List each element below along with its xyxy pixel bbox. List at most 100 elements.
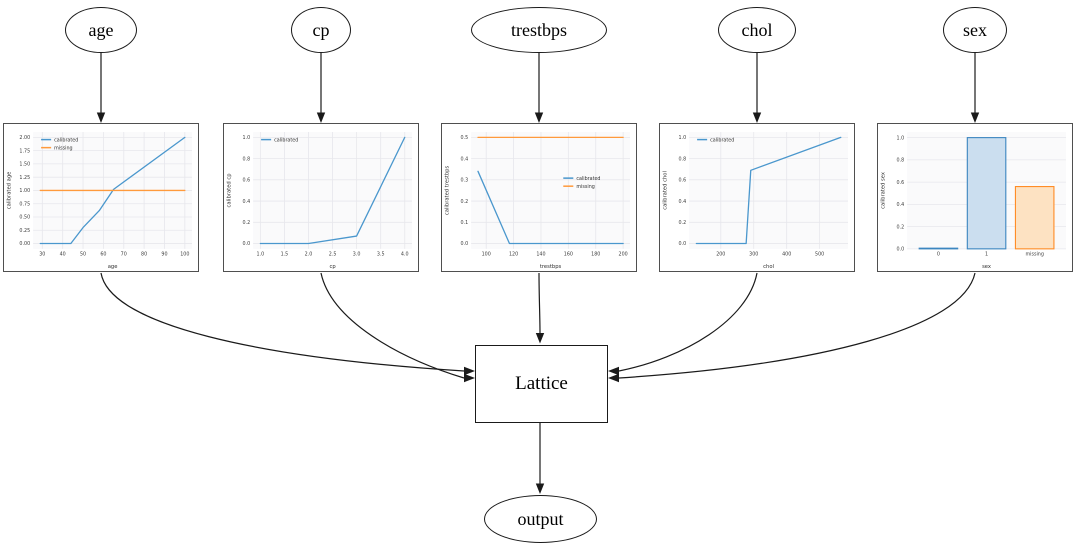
arrowhead-age-lattice — [464, 366, 475, 376]
arrowhead-age-plot — [96, 112, 106, 123]
x-axis-label: trestbps — [540, 264, 562, 270]
y-tick-label: 0.0 — [460, 241, 468, 247]
arrowhead-trestbps-lattice — [535, 333, 545, 344]
y-tick-label: 0.8 — [242, 156, 250, 162]
y-tick-label: 1.50 — [19, 162, 30, 168]
x-tick-label: 80 — [141, 251, 147, 257]
x-tick-label: 2.5 — [329, 251, 337, 257]
y-tick-label: 0.4 — [678, 199, 686, 205]
x-tick-label: 100 — [180, 251, 189, 257]
feature-node-cp: cp — [291, 7, 351, 53]
y-tick-label: 1.0 — [242, 135, 250, 141]
y-tick-label: 0.6 — [242, 178, 250, 184]
x-tick-label: 2.0 — [305, 251, 313, 257]
feature-node-label: age — [88, 19, 114, 40]
feature-node-label: sex — [963, 19, 987, 40]
x-tick-label: 140 — [536, 251, 545, 257]
y-tick-label: 1.00 — [19, 188, 30, 194]
edge-cp-plot-to-lattice — [320, 272, 465, 379]
x-tick-label: missing — [1025, 251, 1043, 257]
arrowhead-sex-lattice — [608, 373, 619, 383]
bar-1 — [966, 137, 1007, 250]
series-calibrated — [477, 170, 624, 245]
x-tick-label: 1.0 — [257, 251, 265, 257]
arrowhead-sex-plot — [970, 112, 980, 123]
y-tick-label: 0.6 — [896, 180, 904, 186]
x-tick-label: 500 — [815, 251, 824, 257]
arrowhead-chol-plot — [752, 112, 762, 123]
y-tick-label: 1.0 — [896, 135, 904, 141]
y-tick-label: 0.50 — [19, 215, 30, 221]
y-tick-label: 0.00 — [19, 241, 30, 247]
y-tick-label: 1.75 — [19, 148, 30, 154]
x-tick-label: 1 — [985, 251, 988, 257]
y-tick-label: 0.8 — [896, 158, 904, 164]
arrowhead-output — [535, 483, 545, 494]
arrowhead-trestbps-plot — [534, 112, 544, 123]
feature-node-label: chol — [741, 19, 773, 40]
y-tick-label: 0.3 — [460, 178, 468, 184]
edge-age-plot-to-lattice — [100, 272, 465, 372]
legend-label: missing — [54, 145, 72, 151]
x-tick-label: 60 — [100, 251, 106, 257]
lattice-node-label: Lattice — [515, 373, 568, 394]
x-axis-label: sex — [982, 264, 991, 270]
plot-area — [471, 132, 630, 249]
x-tick-label: 300 — [749, 251, 758, 257]
x-tick-label: 50 — [80, 251, 86, 257]
y-tick-label: 0.2 — [242, 220, 250, 226]
plot-area — [689, 132, 848, 249]
y-tick-label: 0.0 — [242, 241, 250, 247]
y-tick-label: 0.6 — [678, 178, 686, 184]
series-calibrated — [259, 136, 406, 245]
x-tick-label: 200 — [619, 251, 628, 257]
y-tick-label: 0.75 — [19, 201, 30, 207]
y-axis-label: calibrated trestbps — [445, 166, 451, 216]
y-tick-label: 0.4 — [460, 156, 468, 162]
series-calibrated — [39, 136, 186, 245]
y-tick-label: 2.00 — [19, 135, 30, 141]
x-tick-label: 120 — [509, 251, 518, 257]
legend-label: missing — [576, 184, 594, 190]
y-tick-label: 0.4 — [242, 199, 250, 205]
x-tick-label: 3.5 — [377, 251, 385, 257]
y-axis-label: calibrated age — [7, 172, 13, 210]
output-node: output — [484, 495, 597, 543]
arrowhead-cp-lattice — [464, 373, 475, 383]
legend-label: calibrated — [576, 176, 600, 182]
x-tick-label: 1.5 — [281, 251, 289, 257]
x-tick-label: 0 — [937, 251, 940, 257]
x-tick-label: 400 — [782, 251, 791, 257]
output-node-label: output — [517, 508, 564, 529]
x-tick-label: 3.0 — [353, 251, 361, 257]
y-tick-label: 1.0 — [678, 135, 686, 141]
x-tick-label: 70 — [121, 251, 127, 257]
feature-node-chol: chol — [718, 7, 796, 53]
y-axis-label: calibrated sex — [881, 172, 887, 209]
y-tick-label: 0.1 — [460, 220, 468, 226]
feature-node-label: trestbps — [511, 19, 567, 40]
x-tick-label: 90 — [161, 251, 167, 257]
arrowhead-chol-lattice — [608, 366, 619, 376]
y-tick-label: 0.2 — [678, 220, 686, 226]
x-axis-label: cp — [329, 264, 336, 270]
edge-trestbps-plot-to-lattice — [538, 272, 541, 334]
y-tick-label: 1.25 — [19, 175, 30, 181]
y-tick-label: 0.8 — [678, 156, 686, 162]
series-calibrated — [695, 136, 842, 245]
feature-node-trestbps: trestbps — [471, 7, 607, 53]
x-axis-label: chol — [763, 264, 774, 270]
y-tick-label: 0.4 — [896, 202, 904, 208]
